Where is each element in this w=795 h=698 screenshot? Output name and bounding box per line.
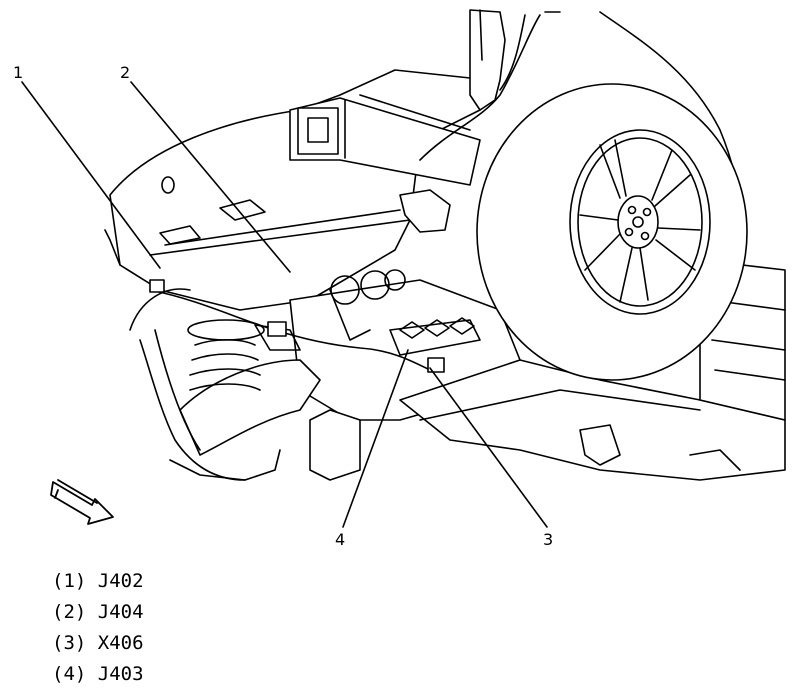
brake-line [419, 14, 541, 161]
callout-2: 2 [120, 63, 130, 82]
body-pillar [469, 9, 561, 111]
callout-3: 3 [543, 530, 553, 545]
leader-lines [21, 81, 548, 528]
front-direction-arrow-icon [50, 479, 114, 525]
body-floor-panel [104, 69, 491, 311]
legend-item-x406: (3) X406 [52, 632, 144, 654]
callout-1: 1 [13, 63, 23, 82]
spare-tire [476, 83, 748, 381]
leader-line-4 [342, 349, 409, 528]
vehicle-underbody-illustration: 1 2 3 4 [13, 9, 786, 545]
rear-suspension [179, 319, 321, 456]
legend-item-j404: (2) J404 [52, 601, 144, 623]
leader-line-2 [130, 81, 291, 273]
wiring-harness [149, 189, 451, 373]
component-legend: (1) J402 (2) J404 (3) X406 (4) J403 [52, 566, 144, 690]
callout-4: 4 [335, 530, 345, 545]
brake-rotor [129, 288, 281, 481]
leader-line-1 [21, 81, 161, 269]
rear-crossmember [289, 94, 481, 186]
legend-item-j403: (4) J403 [52, 663, 144, 685]
leader-line-3 [429, 367, 548, 528]
lower-bodywork [309, 359, 786, 481]
legend-item-j402: (1) J402 [52, 570, 144, 592]
